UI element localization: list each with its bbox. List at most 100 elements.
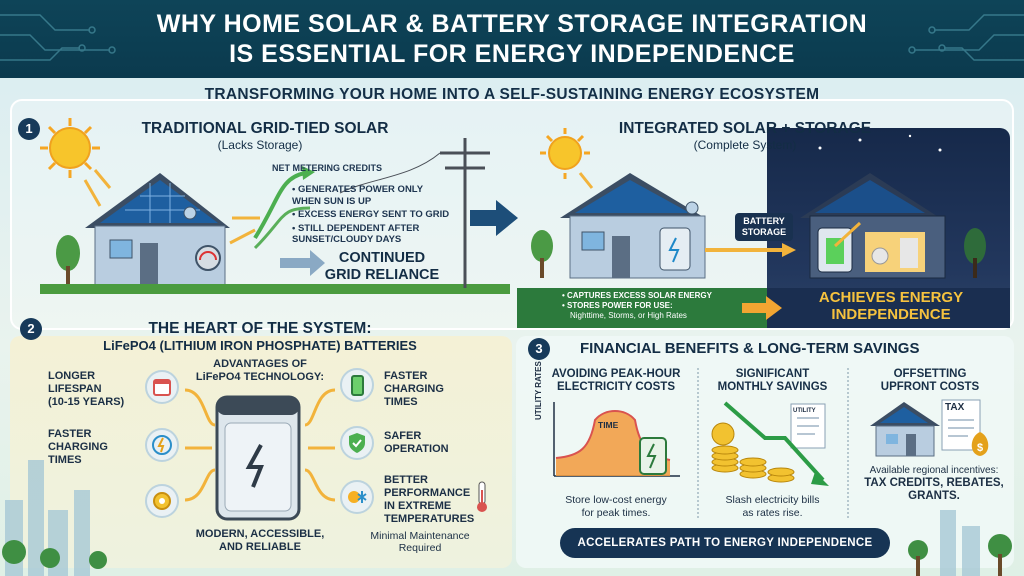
upfront-costs-caption-line1: Available regional incentives: <box>869 465 999 476</box>
maintenance-line2: Required <box>398 542 442 554</box>
capture-list: CAPTURES EXCESS SOLAR ENERGY STORES POWE… <box>562 291 762 321</box>
section3-number-badge: 3 <box>528 338 550 360</box>
peak-hour-title-line1: AVOIDING PEAK-HOUR <box>551 368 681 380</box>
integrated-title: INTEGRATED SOLAR + STORAGE <box>618 120 872 137</box>
utility-bill-label: UTILITY <box>793 408 816 414</box>
feature-line: (10-15 YEARS) <box>48 396 125 408</box>
traditional-bullet: EXCESS ENERGY SENT TO GRID <box>292 209 452 221</box>
modern-line2: AND RELIABLE <box>219 541 301 553</box>
advantages-line2: LiFePO4 TECHNOLOGY: <box>195 371 325 383</box>
achieves-independence-label: ACHIEVES ENERGY INDEPENDENCE <box>786 289 996 323</box>
financial-title: FINANCIAL BENEFITS & LONG-TERM SAVINGS <box>580 340 920 357</box>
time-axis-label: TIME <box>598 420 619 430</box>
utility-rates-axis-label: UTILITY RATES <box>534 361 543 420</box>
battery-storage-label: BATTERY STORAGE <box>735 213 793 241</box>
moon-icon <box>966 138 990 168</box>
grid-reliance-line2: GRID RELIANCE <box>324 267 440 283</box>
feature-safer-operation: SAFER OPERATION <box>384 430 494 456</box>
peak-hour-title-line2: ELECTRICITY COSTS <box>557 381 675 393</box>
traditional-subtitle: (Lacks Storage) <box>217 138 303 152</box>
feature-line: LIFESPAN <box>48 383 102 395</box>
city-skyline-decoration <box>2 460 107 576</box>
traditional-bullet: GENERATES POWER ONLY WHEN SUN IS UP <box>292 184 452 207</box>
integrated-subtitle: (Complete System) <box>693 138 797 152</box>
lifepo4-battery-icon <box>215 395 301 521</box>
sun-snowflake-icon <box>340 480 374 514</box>
net-metering-label: NET METERING CREDITS <box>272 163 383 173</box>
maintenance-label: Minimal Maintenance Required <box>350 530 490 554</box>
feature-line: TIMES <box>48 454 82 466</box>
feature-faster-charging-right: FASTER CHARGING TIMES <box>384 370 494 409</box>
modern-line1: MODERN, ACCESSIBLE, <box>195 528 325 540</box>
traditional-solar-illustration <box>40 118 510 294</box>
traditional-title: TRADITIONAL GRID-TIED SOLAR <box>141 120 389 137</box>
house-tax-icon: $ <box>870 399 989 457</box>
gear-icon <box>145 484 179 518</box>
monthly-savings-title-line1: SIGNIFICANT <box>735 368 810 380</box>
charging-cycle-icon <box>145 428 179 462</box>
shield-icon <box>340 426 374 460</box>
grid-reliance-line1: CONTINUED <box>338 250 426 266</box>
maintenance-line1: Minimal Maintenance <box>370 530 470 542</box>
transition-arrow-icon <box>470 200 518 236</box>
upfront-costs-title: OFFSETTING UPFRONT COSTS <box>852 368 1008 394</box>
upfront-costs-caption: Available regional incentives: TAX CREDI… <box>852 464 1016 503</box>
monthly-savings-title: SIGNIFICANT MONTHLY SAVINGS <box>700 368 845 394</box>
upfront-costs-caption-line2: TAX CREDITS, REBATES, <box>864 477 1004 489</box>
svg-text:$: $ <box>977 442 983 454</box>
traditional-bullet: STILL DEPENDENT AFTER SUNSET/CLOUDY DAYS <box>292 223 452 246</box>
calendar-icon <box>145 370 179 404</box>
feature-line: TIMES <box>384 396 418 408</box>
feature-lifespan: LONGER LIFESPAN (10-15 YEARS) <box>48 370 148 409</box>
feature-line: LONGER <box>48 370 96 382</box>
section2-number-badge: 2 <box>20 318 42 340</box>
header-banner: WHY HOME SOLAR & BATTERY STORAGE INTEGRA… <box>0 0 1024 78</box>
main-title: WHY HOME SOLAR & BATTERY STORAGE INTEGRA… <box>0 9 1024 69</box>
upfront-costs-title-line1: OFFSETTING <box>893 368 967 380</box>
upfront-costs-caption-line3: GRANTS. <box>908 490 960 502</box>
peak-hour-caption: Store low-cost energy for peak times. <box>536 494 696 520</box>
circuit-decoration-left <box>0 14 116 61</box>
upfront-costs-title-line2: UPFRONT COSTS <box>880 381 980 393</box>
achieves-arrow-icon <box>742 296 782 320</box>
circuit-decoration-right <box>908 14 1024 61</box>
feature-line: SAFER <box>384 430 422 442</box>
feature-line: IN EXTREME <box>384 500 452 512</box>
feature-faster-charging-left: FASTER CHARGING TIMES <box>48 428 148 467</box>
feature-line: PERFORMANCE <box>384 487 471 499</box>
sun-icon <box>540 128 590 179</box>
capture-item: CAPTURES EXCESS SOLAR ENERGY <box>562 291 762 301</box>
section1-number-badge: 1 <box>18 118 40 140</box>
monthly-savings-title-line2: MONTHLY SAVINGS <box>717 381 828 393</box>
utility-rates-chart-icon <box>553 402 680 477</box>
advantages-heading: ADVANTAGES OF LiFePO4 TECHNOLOGY: <box>190 358 330 384</box>
feature-line: CHARGING <box>48 441 108 453</box>
thermometer-icon <box>477 481 487 512</box>
coins-savings-icon <box>711 401 829 486</box>
feature-line: CHARGING <box>384 383 444 395</box>
feature-connector-arrows <box>184 388 336 502</box>
main-title-line2: IS ESSENTIAL FOR ENERGY INDEPENDENCE <box>229 40 795 68</box>
achieves-line1: ACHIEVES ENERGY <box>818 289 964 306</box>
battery-title: THE HEART OF THE SYSTEM: <box>148 320 372 337</box>
peak-hour-title: AVOIDING PEAK-HOUR ELECTRICITY COSTS <box>536 368 696 394</box>
feature-line: FASTER <box>384 370 428 382</box>
advantages-line1: ADVANTAGES OF <box>213 358 307 370</box>
traditional-bullets: GENERATES POWER ONLY WHEN SUN IS UP EXCE… <box>292 184 452 248</box>
subtitle: TRANSFORMING YOUR HOME INTO A SELF-SUSTA… <box>204 86 820 103</box>
feature-line: FASTER <box>48 428 92 440</box>
column-divider <box>847 368 849 518</box>
achieves-line2: INDEPENDENCE <box>831 306 951 323</box>
peak-hour-caption-line1: Store low-cost energy <box>565 494 667 506</box>
tax-form-label: TAX <box>945 402 965 413</box>
capture-detail: Nighttime, Storms, or High Rates <box>570 311 687 320</box>
peak-hour-caption-line2: for peak times. <box>581 507 651 519</box>
capture-item: STORES POWER FOR USE: <box>562 301 762 311</box>
modern-reliable-label: MODERN, ACCESSIBLE, AND RELIABLE <box>170 528 350 554</box>
feature-line: OPERATION <box>384 443 449 455</box>
trees-decoration <box>908 510 1012 576</box>
grid-reliance-label: CONTINUED GRID RELIANCE <box>312 250 452 284</box>
integrated-solar-illustration <box>531 128 990 279</box>
sun-icon <box>40 118 100 178</box>
monthly-savings-caption-line2: as rates rise. <box>742 507 803 519</box>
